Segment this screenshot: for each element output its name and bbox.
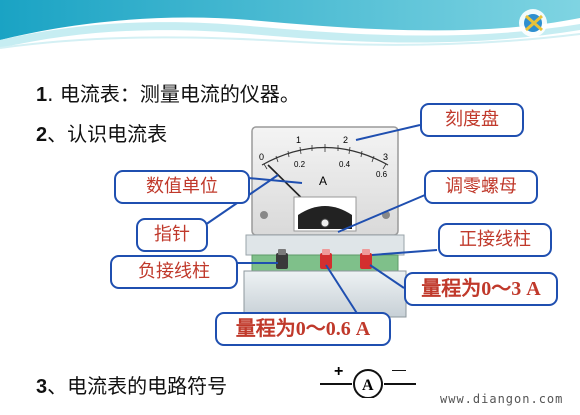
scale-ticks — [263, 144, 387, 170]
screw-icon — [260, 211, 268, 219]
ammeter-symbol: A + — — [320, 362, 416, 398]
ammeter-symbol-circle — [353, 369, 383, 398]
screw-icon — [382, 211, 390, 219]
unit-letter: A — [319, 174, 327, 188]
terminal-3a-icon — [360, 249, 372, 269]
scale-label: 0.4 — [339, 160, 351, 169]
plus-sign: + — [334, 363, 343, 380]
heading-1-text: . 电流表：测量电流的仪器。 — [47, 82, 300, 106]
diangon-logo-icon — [519, 9, 547, 37]
heading-3: 3、电流表的电路符号 — [36, 370, 227, 399]
zero-adjust-knob-icon — [320, 218, 330, 228]
minus-sign: — — [392, 362, 406, 377]
heading-2: 2、认识电流表 — [36, 118, 167, 147]
scale-label: 0.6 — [376, 170, 388, 179]
callout-range-06a: 量程为0～0.6 A — [215, 312, 391, 346]
callout-zero-knob: 调零螺母 — [424, 170, 538, 204]
watermark: www.diangon.com — [440, 392, 564, 406]
scale-label: 3 — [383, 152, 388, 162]
heading-3-number: 3 — [36, 376, 48, 398]
heading-2-text: 、认识电流表 — [47, 122, 168, 146]
scale-label: 1 — [296, 135, 301, 145]
heading-1: 1. 电流表：测量电流的仪器。 — [36, 78, 300, 107]
scale-label: 2 — [343, 135, 348, 145]
meter-base — [243, 270, 407, 318]
heading-2-number: 2 — [36, 124, 48, 146]
ammeter-illustration: 0 1 2 3 0.2 0.4 0.6 A — [243, 126, 407, 318]
scale-label: 0.2 — [294, 160, 306, 169]
callout-dial: 刻度盘 — [420, 103, 524, 137]
heading-1-number: 1 — [36, 84, 48, 106]
negative-terminal-icon — [276, 249, 288, 269]
header-banner — [0, 0, 580, 49]
ammeter-symbol-letter: A — [362, 377, 374, 394]
callout-range-3a: 量程为0～3 A — [404, 272, 558, 306]
heading-3-text: 、电流表的电路符号 — [47, 374, 228, 398]
callout-pointer: 指针 — [136, 218, 208, 252]
callout-negative-post: 负接线柱 — [110, 255, 238, 289]
callout-positive-post: 正接线柱 — [438, 223, 552, 257]
scale-label: 0 — [259, 152, 264, 162]
callout-unit: 数值单位 — [114, 170, 250, 204]
